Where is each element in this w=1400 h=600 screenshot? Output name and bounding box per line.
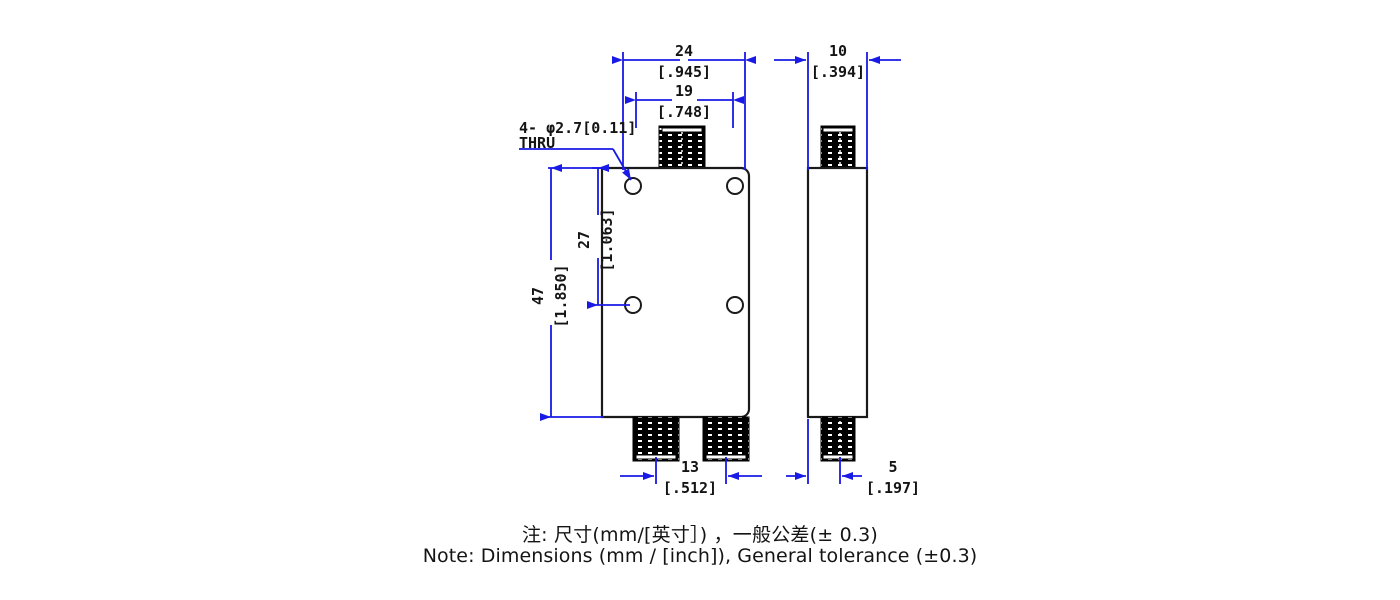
dim-19-mm: 19 (675, 82, 693, 100)
dimension-width-connector-span (625, 92, 744, 128)
side-view-top-connector (820, 125, 856, 170)
mounting-hole-bottom-right (726, 296, 744, 314)
front-view-body-outline (600, 166, 751, 419)
dim-24-mm: 24 (675, 42, 693, 60)
side-view-bottom-connector (820, 416, 856, 462)
dim-47-mm: 47 (529, 287, 547, 305)
dim-27-inch: [1.063] (598, 208, 616, 271)
dimension-width-overall (612, 52, 756, 170)
front-view-bottom-connector-right (702, 416, 750, 462)
dim-10-mm: 10 (829, 42, 847, 60)
dim-5-mm: 5 (888, 458, 897, 476)
front-view-bottom-connector-left (632, 416, 680, 462)
dim-13-inch: [.512] (663, 479, 717, 497)
dimension-thickness-overall (774, 52, 901, 170)
front-view-top-connector (658, 125, 706, 170)
dimension-labels: 24 [.945] 19 [.748] 47 [1.850] 27 [1.063… (519, 42, 920, 497)
dimension-bottom-connector-pitch (620, 457, 762, 484)
dimension-connector-offset (786, 419, 862, 484)
front-view (600, 125, 751, 462)
mounting-hole-top-right (726, 177, 744, 195)
caption-english: Note: Dimensions (mm / [inch]), General … (422, 545, 978, 567)
hole-callout-line1: 4- φ2.7[0.11] (519, 119, 636, 137)
caption-chinese: 注: 尺寸(mm/[英寸］) ，一般公差(± 0.3) (521, 524, 879, 546)
dim-5-inch: [.197] (866, 479, 920, 497)
dim-47-inch: [1.850] (552, 264, 570, 327)
dim-19-inch: [.748] (657, 103, 711, 121)
hole-callout-leader (519, 148, 632, 181)
dimension-lines (519, 52, 901, 484)
dim-13-mm: 13 (681, 458, 699, 476)
side-view-body-outline (806, 166, 869, 419)
dimension-hole-pitch-vertical (587, 164, 630, 309)
mounting-hole-top-left (624, 177, 642, 195)
hole-callout-line2: THRU (519, 134, 555, 152)
side-view (806, 125, 869, 462)
dim-10-inch: [.394] (811, 63, 865, 81)
mounting-holes (624, 177, 744, 314)
dim-24-inch: [.945] (657, 63, 711, 81)
dim-27-mm: 27 (575, 231, 593, 249)
